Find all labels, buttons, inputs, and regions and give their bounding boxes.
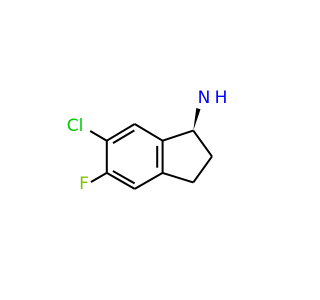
aromatic-inner-bond-2	[112, 170, 136, 185]
ring-bond-c4-c5	[106, 172, 136, 190]
amine-hydrogen-label: H	[215, 88, 228, 108]
bond-to-fluorine	[90, 172, 108, 183]
ring-bond-c2-c3	[106, 123, 136, 142]
five-ring-bond-c1-ch	[162, 129, 194, 142]
stereo-wedge-bond	[193, 108, 201, 131]
five-ring-bond-ch-ch2	[192, 130, 213, 157]
molecule-canvas: N H Cl F	[66, 88, 228, 194]
fluorine-label: F	[79, 174, 89, 194]
five-ring-bond-ch2-c6	[162, 171, 194, 184]
amine-nitrogen-label: N	[198, 88, 211, 108]
five-ring-bond-ch2-ch2	[192, 155, 213, 183]
bond-to-chlorine	[89, 130, 108, 142]
ring-bond-c1-c2	[134, 123, 164, 142]
chlorine-label: Cl	[67, 116, 84, 136]
ring-bond-c5-c6	[134, 172, 164, 190]
aromatic-inner-bond-1	[112, 129, 135, 144]
molecule-structure: N H Cl F	[67, 88, 228, 194]
